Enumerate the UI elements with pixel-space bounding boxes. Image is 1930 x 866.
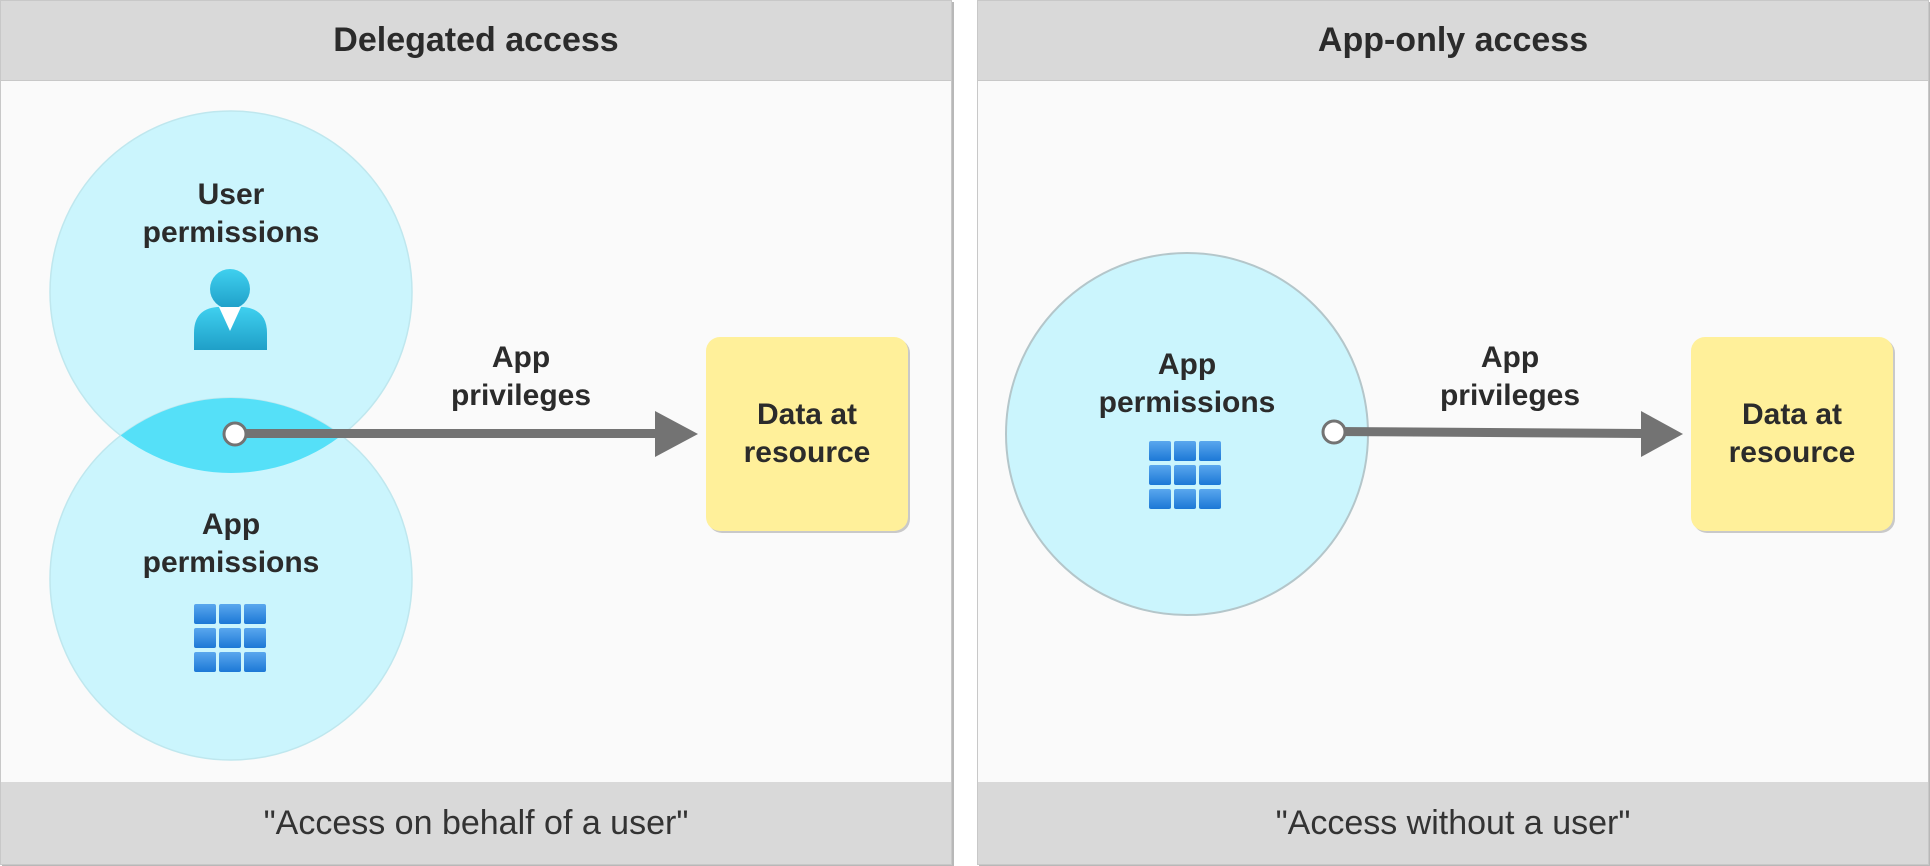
user-permissions-label: User permissions — [142, 178, 320, 249]
app-permissions-label: App permissions — [1098, 348, 1276, 419]
data-at-resource-label: Data at resource — [743, 398, 871, 469]
app-only-access-title: App-only access — [978, 1, 1928, 81]
delegated-access-diagram — [49, 110, 698, 761]
app-permissions-label: App permissions — [142, 508, 320, 579]
app-only-access-panel: App-only access App — [977, 0, 1929, 865]
app-privileges-label: App privileges — [450, 341, 592, 412]
app-privileges-label: App privileges — [1439, 341, 1581, 412]
delegated-access-caption: "Access on behalf of a user" — [1, 782, 951, 864]
delegated-access-title: Delegated access — [1, 1, 951, 81]
app-grid-icon — [1149, 441, 1221, 509]
app-only-access-caption: "Access without a user" — [978, 782, 1928, 864]
app-privileges-arrow — [222, 411, 698, 457]
data-at-resource-label: Data at resource — [1728, 398, 1856, 469]
app-privileges-arrow — [1321, 411, 1683, 457]
app-grid-icon — [194, 604, 266, 672]
user-icon — [194, 269, 267, 350]
app-only-access-diagram — [1005, 252, 1683, 616]
app-permissions-circle — [1005, 252, 1369, 616]
data-at-resource-box: Data at resource — [1691, 337, 1893, 531]
data-at-resource-box: Data at resource — [706, 337, 908, 531]
delegated-access-panel: Delegated access — [0, 0, 952, 865]
